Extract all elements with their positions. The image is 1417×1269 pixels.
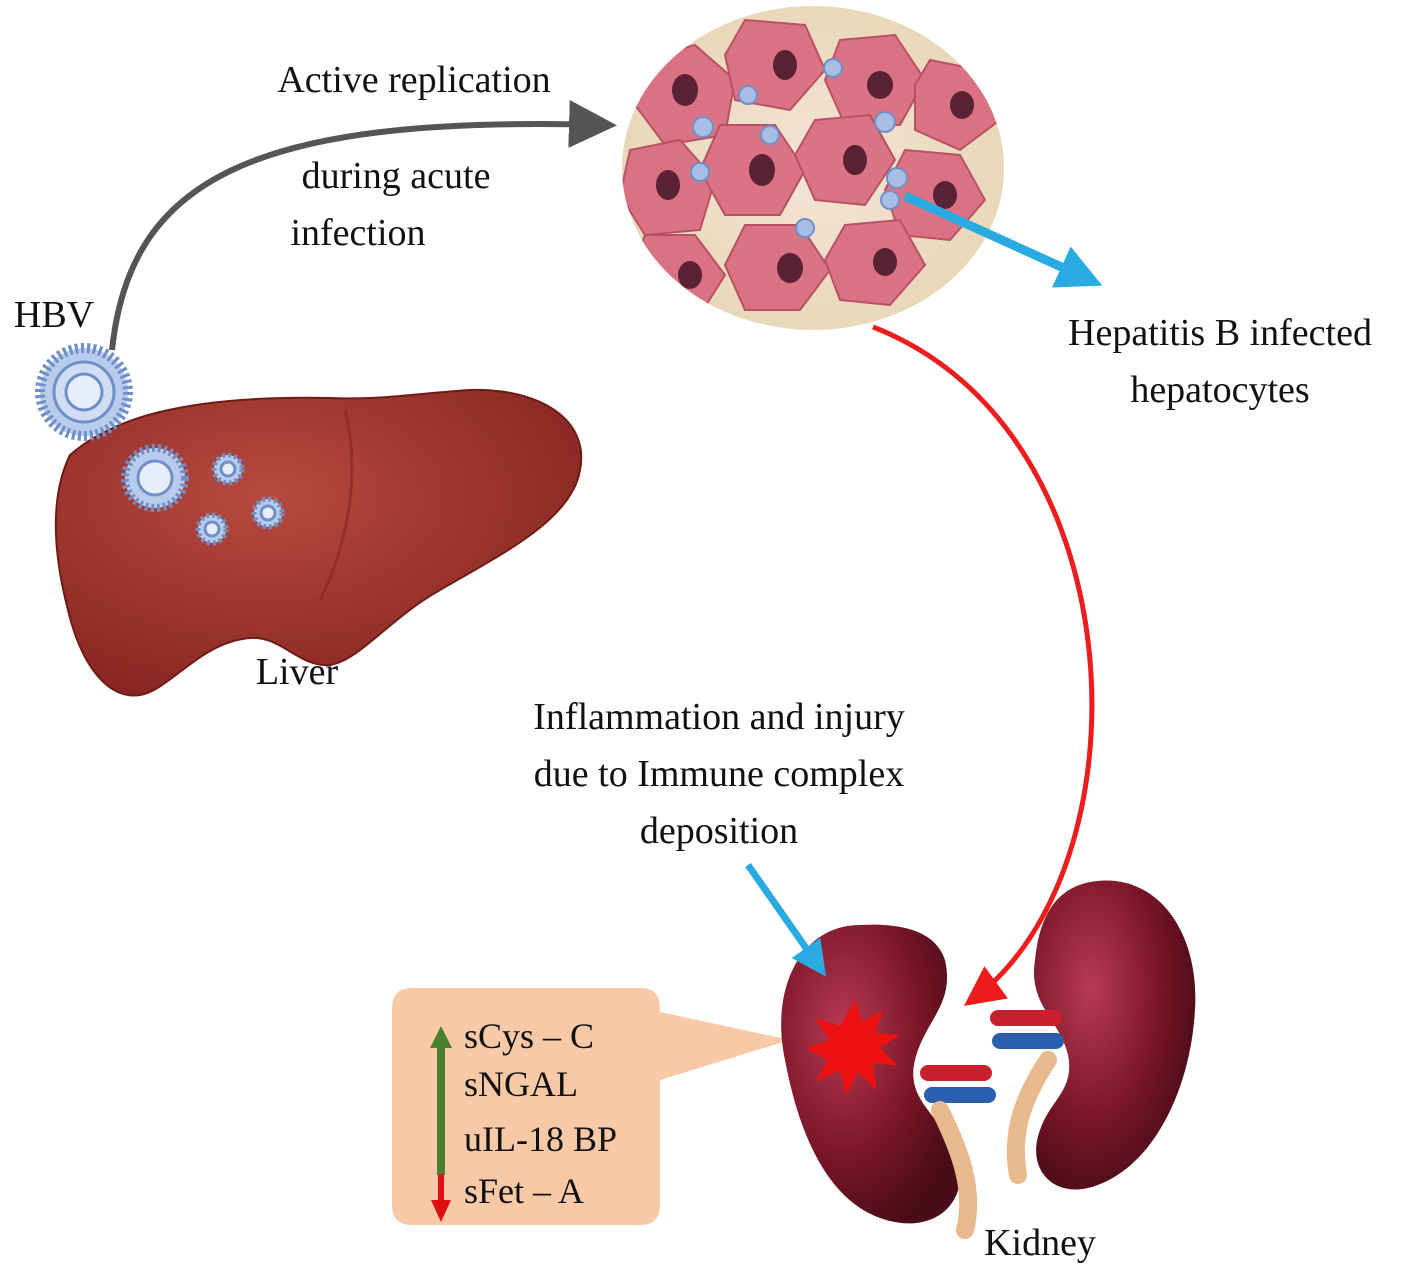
hepatocytes-illustration bbox=[622, 6, 1004, 330]
inflammation-label-line1: Inflammation and injury bbox=[533, 696, 904, 738]
active-replication-label: Active replication bbox=[277, 59, 550, 101]
marker-increased: uIL-18 BP bbox=[464, 1119, 617, 1159]
marker-increased: sCys – C bbox=[464, 1016, 594, 1056]
during-acute-label-line2: infection bbox=[290, 212, 425, 254]
liver-illustration bbox=[54, 388, 583, 697]
marker-decreased: sFet – A bbox=[464, 1171, 584, 1211]
biomarker-callout bbox=[392, 988, 790, 1225]
replication-arrow bbox=[109, 100, 617, 351]
infected-label-line1: Hepatitis B infected bbox=[1068, 312, 1372, 354]
marker-increased: sNGAL bbox=[464, 1064, 578, 1104]
inflammation-label-line3: deposition bbox=[640, 810, 798, 852]
hbv-virus-icon bbox=[35, 343, 133, 441]
injury-burst-icon bbox=[806, 1000, 900, 1096]
hbv-label: HBV bbox=[14, 294, 95, 336]
kidney-arrow bbox=[872, 324, 1095, 1006]
during-acute-label-line1: during acute bbox=[302, 155, 491, 197]
virus-icons bbox=[35, 343, 285, 546]
liver-label: Liver bbox=[256, 651, 339, 693]
kidney-label: Kidney bbox=[984, 1222, 1096, 1264]
inflammation-arrow bbox=[745, 862, 827, 977]
inflammation-label-line2: due to Immune complex bbox=[534, 753, 904, 795]
kidneys-illustration bbox=[781, 880, 1196, 1239]
infected-label-arrow bbox=[903, 191, 1103, 288]
infected-label-line2: hepatocytes bbox=[1130, 369, 1309, 411]
